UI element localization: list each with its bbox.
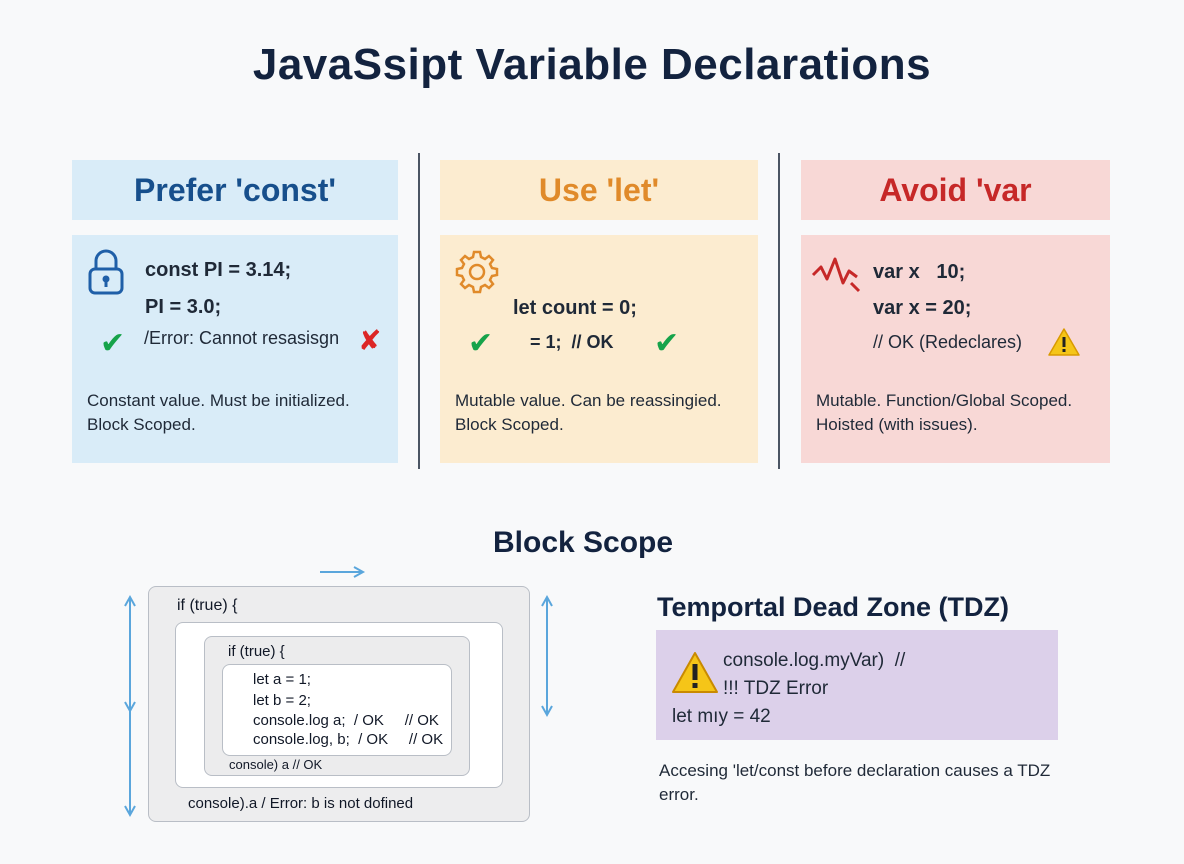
var-panel: var x 10; var x = 20; // OK (Redeclares)… [801, 235, 1110, 463]
check-icon: ✔ [100, 327, 126, 360]
inner-if-line: if (true) { [228, 643, 285, 660]
const-header: Prefer 'const' [72, 160, 398, 220]
lock-icon [86, 247, 126, 302]
tdz-description-line-1: Accesing 'let/const before declaration c… [659, 761, 1051, 780]
var-header-label: Avoid 'var [879, 171, 1032, 208]
var-description-line-2: Hoisted (with issues). [816, 415, 978, 434]
inner-line-1: let a = 1; [253, 671, 311, 688]
zigzag-icon [811, 253, 863, 298]
var-description-line-1: Mutable. Function/Global Scoped. [816, 391, 1073, 410]
tdz-line-3: let mıy = 42 [672, 706, 771, 727]
let-description-line-2: Block Scoped. [455, 415, 564, 434]
warning-icon [1047, 327, 1081, 362]
middle-line: console) a // OK [229, 757, 323, 772]
tdz-line-1: console.log.myVar) // [723, 650, 906, 671]
let-description-line-1: Mutable value. Can be reassingied. [455, 391, 722, 410]
const-description-line-1: Constant value. Must be initialized. [87, 391, 350, 410]
const-line-3: /Error: Cannot resasisgn [144, 328, 340, 348]
gear-icon [454, 249, 500, 300]
double-arrow-icon [541, 594, 553, 718]
const-header-label: Prefer 'const' [134, 171, 336, 208]
tdz-line-2: !!! TDZ Error [723, 678, 829, 699]
outer-line: console).a / Error: b is not dofined [188, 795, 414, 812]
tdz-panel [656, 630, 1058, 740]
var-description: Mutable. Function/Global Scoped. Hoisted… [816, 389, 1072, 437]
let-line-1: let count = 0; [513, 297, 637, 319]
warning-icon [670, 650, 720, 701]
let-panel: let count = 0; ✔ = 1; // OK ✔ Mutable va… [440, 235, 758, 463]
inner-line-2: let b = 2; [253, 692, 311, 709]
check-icon: ✔ [468, 327, 494, 360]
const-description: Constant value. Must be initialized. Blo… [87, 389, 350, 437]
inner-line-3: console.log a; / OK // OK [253, 712, 439, 729]
const-line-2: PI = 3.0; [145, 296, 222, 318]
tdz-description-line-2: error. [659, 785, 699, 804]
page-title: JavaSsipt Variable Declarations [252, 40, 932, 89]
var-line-3: // OK (Redeclares) [873, 332, 1023, 352]
const-line-1: const PI = 3.14; [145, 259, 292, 281]
let-header: Use 'let' [440, 160, 758, 220]
const-description-line-2: Block Scoped. [87, 415, 196, 434]
var-line-2: var x = 20; [873, 297, 972, 319]
let-line-2: = 1; // OK [530, 332, 614, 352]
arrow-icon [320, 566, 366, 578]
let-description: Mutable value. Can be reassingied. Block… [455, 389, 722, 437]
outer-if-line: if (true) { [177, 597, 238, 614]
column-divider [778, 153, 780, 469]
var-line-1: var x 10; [873, 261, 966, 283]
double-arrow-icon [124, 594, 136, 818]
inner-line-4: console.log, b; / OK // OK [253, 731, 444, 748]
check-icon: ✔ [654, 327, 680, 360]
innermost-scope-box [222, 664, 452, 756]
tdz-title: Temportal Dead Zone (TDZ) [657, 592, 1010, 622]
tdz-description: Accesing 'let/const before declaration c… [659, 759, 1079, 807]
let-header-label: Use 'let' [538, 171, 660, 208]
cross-icon: ✘ [358, 325, 382, 356]
var-header: Avoid 'var [801, 160, 1110, 220]
const-panel: const PI = 3.14; PI = 3.0; ✔ /Error: Can… [72, 235, 398, 463]
column-divider [418, 153, 420, 469]
block-scope-title: Block Scope [493, 526, 674, 559]
